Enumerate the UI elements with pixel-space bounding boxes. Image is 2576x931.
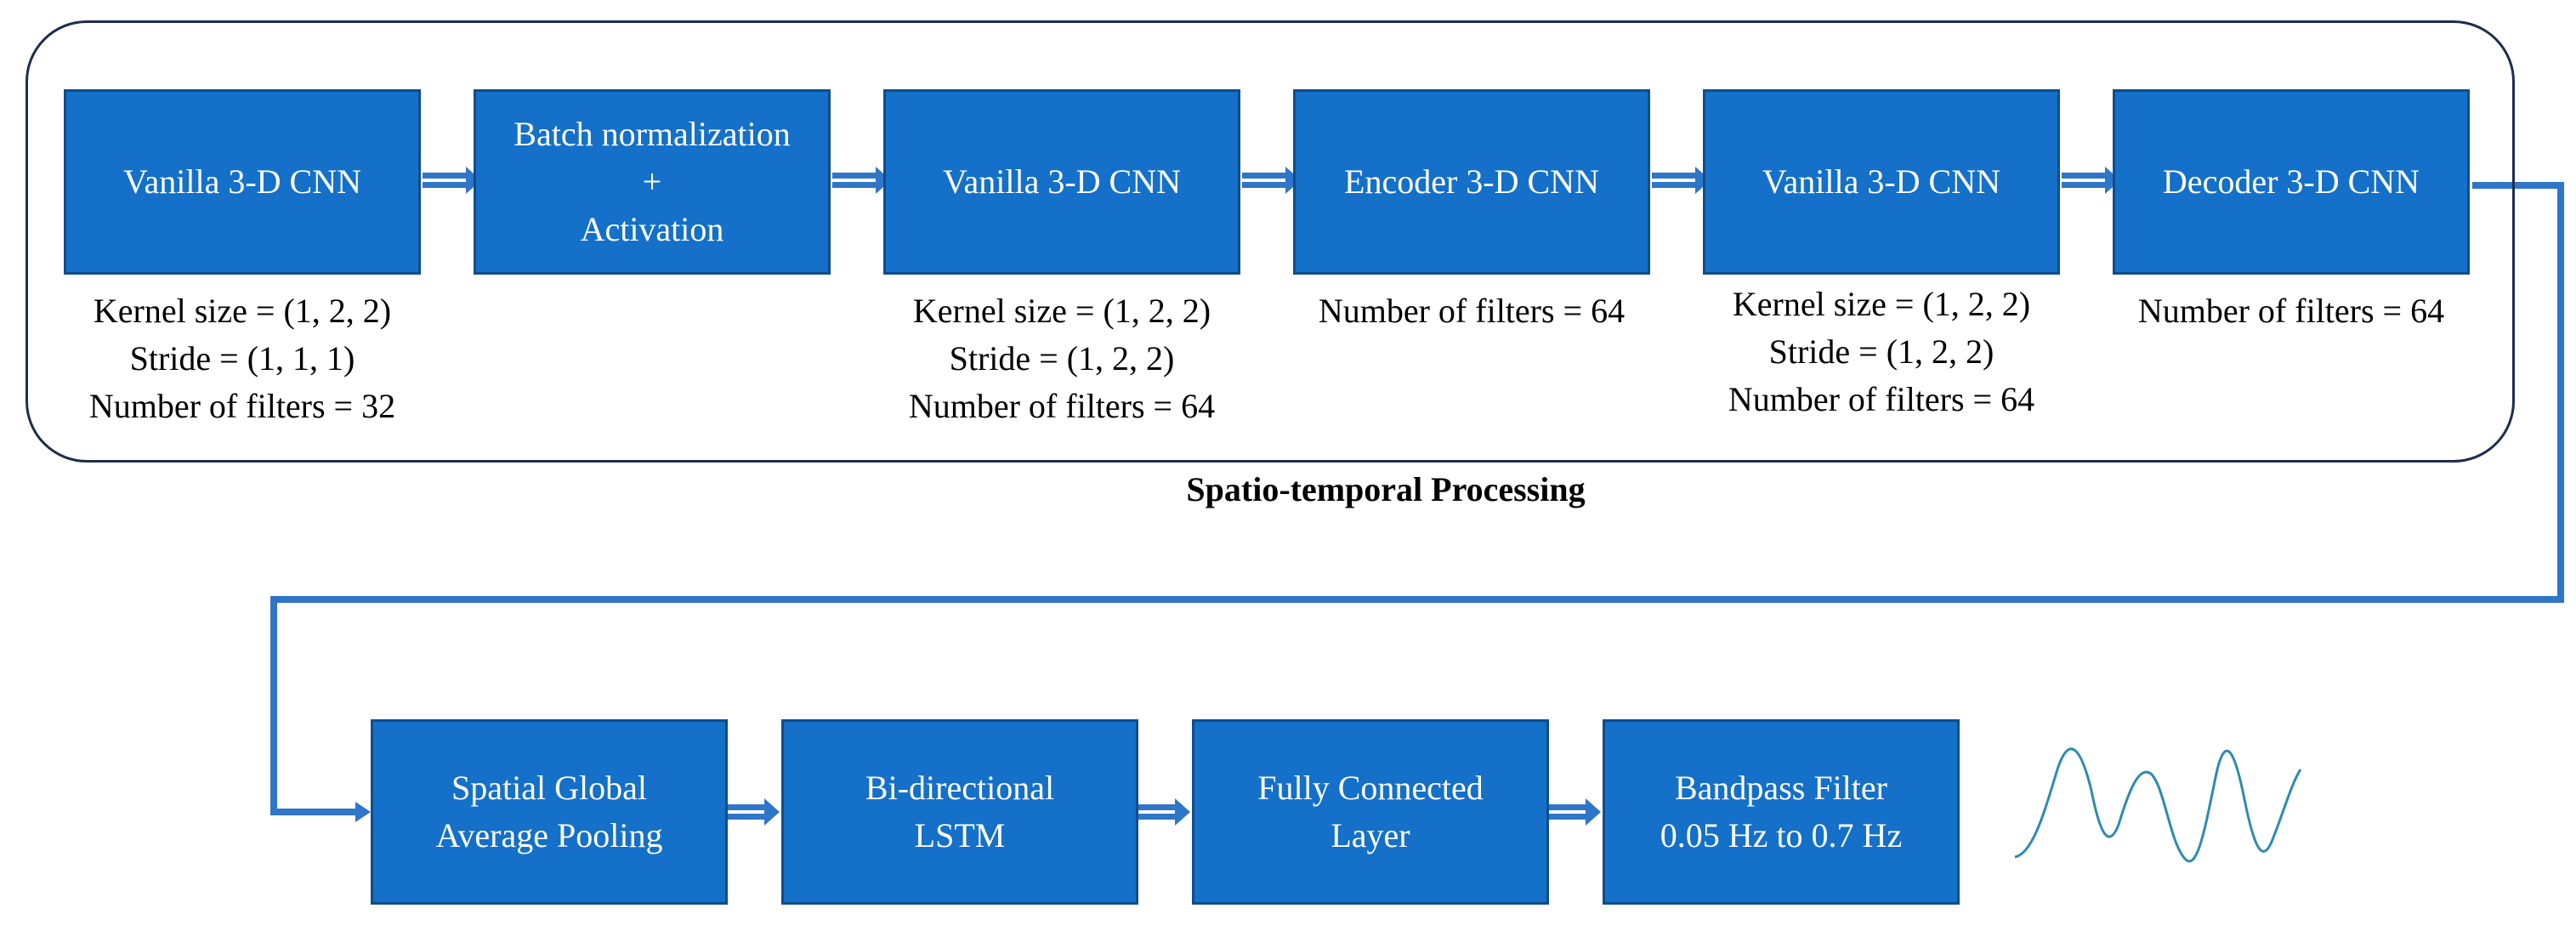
block-label: Layer xyxy=(1331,816,1410,854)
fully-connected-layer-block: Fully Connected Layer xyxy=(1192,719,1549,905)
param-line: Stride = (1, 2, 2) xyxy=(1768,332,1994,371)
block-label: Vanilla 3-D CNN xyxy=(123,162,361,201)
decoder-params: Number of filters = 64 xyxy=(2096,287,2487,335)
connector-arrowhead xyxy=(355,802,371,822)
spatial-global-average-pooling-block: Spatial Global Average Pooling xyxy=(371,719,728,905)
block-label: Spatial Global xyxy=(451,769,647,807)
arrow-fc-to-bandpass xyxy=(1549,798,1601,826)
block-label: Bi-directional xyxy=(865,769,1055,807)
param-line: Number of filters = 64 xyxy=(1728,380,2035,418)
param-line: Kernel size = (1, 2, 2) xyxy=(93,292,392,330)
param-line: Number of filters = 64 xyxy=(1318,292,1626,330)
block-label: Encoder 3-D CNN xyxy=(1344,162,1599,201)
param-line: Kernel size = (1, 2, 2) xyxy=(912,292,1211,330)
cnn-2-params: Kernel size = (1, 2, 2) Stride = (1, 2, … xyxy=(866,287,1257,430)
block-label: Average Pooling xyxy=(435,816,663,854)
arrow-lstm-to-fc xyxy=(1138,798,1190,826)
block-label: Vanilla 3-D CNN xyxy=(1762,162,2000,201)
block-label: Batch normalization xyxy=(513,115,791,153)
block-label: Bandpass Filter xyxy=(1675,769,1887,807)
block-label: Vanilla 3-D CNN xyxy=(943,162,1181,201)
batch-normalization-block: Batch normalization + Activation xyxy=(474,89,831,275)
block-label: Activation xyxy=(580,210,724,248)
block-label: LSTM xyxy=(914,816,1006,854)
vanilla-3d-cnn-block-3: Vanilla 3-D CNN xyxy=(1703,89,2060,275)
group-title: Spatio-temporal Processing xyxy=(1186,470,1586,508)
vanilla-3d-cnn-block-1: Vanilla 3-D CNN xyxy=(64,89,421,275)
param-line: Stride = (1, 1, 1) xyxy=(129,339,355,378)
encoder-params: Number of filters = 64 xyxy=(1276,287,1667,335)
arrow-pooling-to-lstm xyxy=(728,798,780,826)
encoder-3d-cnn-block: Encoder 3-D CNN xyxy=(1293,89,1650,275)
cnn-1-params: Kernel size = (1, 2, 2) Stride = (1, 1, … xyxy=(47,287,438,430)
connector-decoder-to-pooling xyxy=(270,182,2564,815)
vanilla-3d-cnn-block-2: Vanilla 3-D CNN xyxy=(883,89,1240,275)
block-label: Fully Connected xyxy=(1257,769,1484,807)
cnn-3-params: Kernel size = (1, 2, 2) Stride = (1, 2, … xyxy=(1686,281,2077,423)
param-line: Number of filters = 32 xyxy=(88,387,396,425)
param-line: Number of filters = 64 xyxy=(2137,292,2445,330)
block-label: + xyxy=(642,162,662,201)
decoder-3d-cnn-block: Decoder 3-D CNN xyxy=(2113,89,2470,275)
bi-directional-lstm-block: Bi-directional LSTM xyxy=(781,719,1138,905)
spatio-temporal-group xyxy=(26,20,2515,463)
block-label: 0.05 Hz to 0.7 Hz xyxy=(1660,816,1903,854)
block-label: Decoder 3-D CNN xyxy=(2162,162,2420,201)
param-line: Stride = (1, 2, 2) xyxy=(949,339,1175,378)
bandpass-filter-block: Bandpass Filter 0.05 Hz to 0.7 Hz xyxy=(1603,719,1960,905)
param-line: Kernel size = (1, 2, 2) xyxy=(1732,285,2031,323)
param-line: Number of filters = 64 xyxy=(908,387,1216,425)
waveform-icon xyxy=(2014,747,2302,863)
